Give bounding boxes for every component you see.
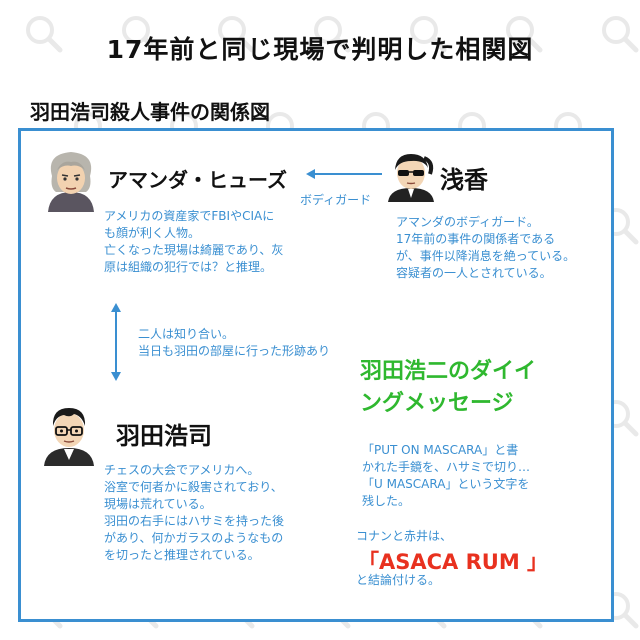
amanda-description: アメリカの資産家でFBIやCIAに も顔が利く人物。 亡くなった現場は綺麗であり… <box>104 209 284 274</box>
elderly-woman-avatar <box>42 148 100 212</box>
conclusion-answer: 「ASACA RUM 」 <box>358 550 549 574</box>
acquaintance-arrow <box>111 303 121 381</box>
conclusion-suffix: と結論付ける。 <box>356 573 441 587</box>
conclusion-prefix: コナンと赤井は、 <box>356 529 453 543</box>
haneda-description: チェスの大会でアメリカへ。 浴室で何者かに殺害されており、 現場は荒れている。 … <box>104 463 285 562</box>
dying-message-body: 「PUT ON MASCARA」と書 かれた手鏡を、ハサミで切り… 「U MAS… <box>362 443 531 508</box>
asaka-name: 浅香 <box>440 166 488 194</box>
acquaintance-label: 二人は知り合い。 当日も羽田の部屋に行った形跡あり <box>138 327 331 358</box>
man-with-glasses-avatar <box>40 402 98 466</box>
diagram-title: 羽田浩司殺人事件の関係図 <box>30 100 270 124</box>
bodyguard-arrow <box>306 169 382 179</box>
haneda-name: 羽田浩司 <box>116 422 212 450</box>
amanda-name: アマンダ・ヒューズ <box>108 168 287 192</box>
asaka-description: アマンダのボディガード。 17年前の事件の関係者である が、事件以降消息を絶って… <box>396 215 576 280</box>
sunglasses-bodyguard-avatar <box>384 148 438 202</box>
bodyguard-label: ボディガード <box>300 193 372 207</box>
page-title: 17年前と同じ現場で判明した相関図 <box>106 35 534 64</box>
dying-message-title: 羽田浩二のダイイ ングメッセージ <box>360 359 537 416</box>
